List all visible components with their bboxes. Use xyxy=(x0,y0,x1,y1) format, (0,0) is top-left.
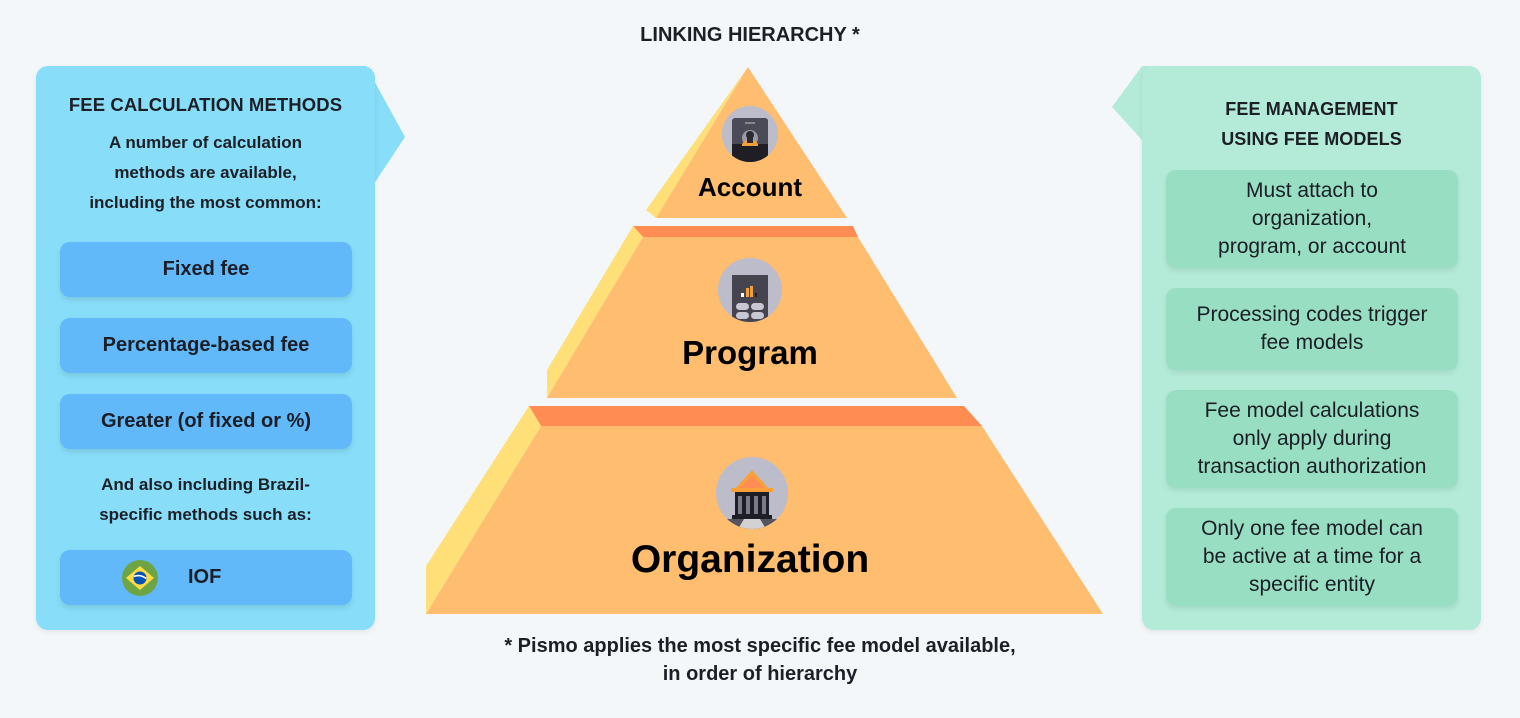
intro-line: A number of calculation xyxy=(108,133,302,152)
rule-line: transaction authorization xyxy=(1197,455,1427,478)
method-greater-fee[interactable]: Greater (of fixed or %) xyxy=(60,394,352,449)
rule-line: fee models xyxy=(1260,331,1364,354)
rule-line: organization, xyxy=(1251,207,1373,230)
tier-label-organization: Organization xyxy=(630,538,870,581)
footnote-line-1: * Pismo applies the most specific fee mo… xyxy=(504,635,1016,657)
calculator-chart-icon xyxy=(718,258,782,322)
rule-card-authorization: Fee model calculations only apply during… xyxy=(1166,390,1458,488)
rule-card-single-active: Only one fee model can be active at a ti… xyxy=(1166,508,1458,606)
brazil-intro-line: specific methods such as: xyxy=(99,505,312,524)
right-title-line: USING FEE MODELS xyxy=(1221,129,1402,149)
intro-line: including the most common: xyxy=(89,193,322,212)
right-panel-title: FEE MANAGEMENT USING FEE MODELS xyxy=(1142,94,1481,154)
rule-line: Fee model calculations xyxy=(1204,399,1420,422)
brazil-intro: And also including Brazil- specific meth… xyxy=(36,470,375,530)
method-iof[interactable]: IOF xyxy=(60,550,352,605)
method-fixed-fee[interactable]: Fixed fee xyxy=(60,242,352,297)
hierarchy-title: LINKING HIERARCHY * xyxy=(640,24,860,46)
method-percentage-fee[interactable]: Percentage-based fee xyxy=(60,318,352,373)
fee-calculation-methods-panel: FEE CALCULATION METHODS A number of calc… xyxy=(36,66,375,630)
brazil-intro-line: And also including Brazil- xyxy=(101,475,310,494)
footnote-line-2: in order of hierarchy xyxy=(662,663,858,685)
rule-line: Only one fee model can xyxy=(1201,517,1423,540)
rule-line: Must attach to xyxy=(1246,179,1378,202)
right-title-line: FEE MANAGEMENT xyxy=(1225,99,1398,119)
tier-label-program: Program xyxy=(682,334,818,371)
rule-card-processing-codes: Processing codes trigger fee models xyxy=(1166,288,1458,370)
rule-card-attach: Must attach to organization, program, or… xyxy=(1166,170,1458,268)
right-panel-arrow xyxy=(1112,66,1151,150)
brazil-flag-icon xyxy=(122,559,158,596)
rule-line: Processing codes trigger xyxy=(1196,303,1428,326)
bank-building-icon xyxy=(716,457,788,529)
rule-line: be active at a time for a xyxy=(1202,545,1422,568)
iof-label: IOF xyxy=(188,566,222,588)
tier-label-account: Account xyxy=(698,172,802,202)
intro-line: methods are available, xyxy=(114,163,297,182)
left-panel-title: FEE CALCULATION METHODS xyxy=(68,94,343,115)
account-card-icon xyxy=(722,106,778,162)
rule-line: program, or account xyxy=(1218,235,1406,258)
rule-line: specific entity xyxy=(1248,573,1376,596)
hierarchy-footnote: * Pismo applies the most specific fee mo… xyxy=(440,632,1080,688)
left-panel-intro: A number of calculation methods are avai… xyxy=(36,128,375,218)
fee-management-panel: FEE MANAGEMENT USING FEE MODELS Must att… xyxy=(1142,66,1481,630)
rule-line: only apply during xyxy=(1232,427,1392,450)
